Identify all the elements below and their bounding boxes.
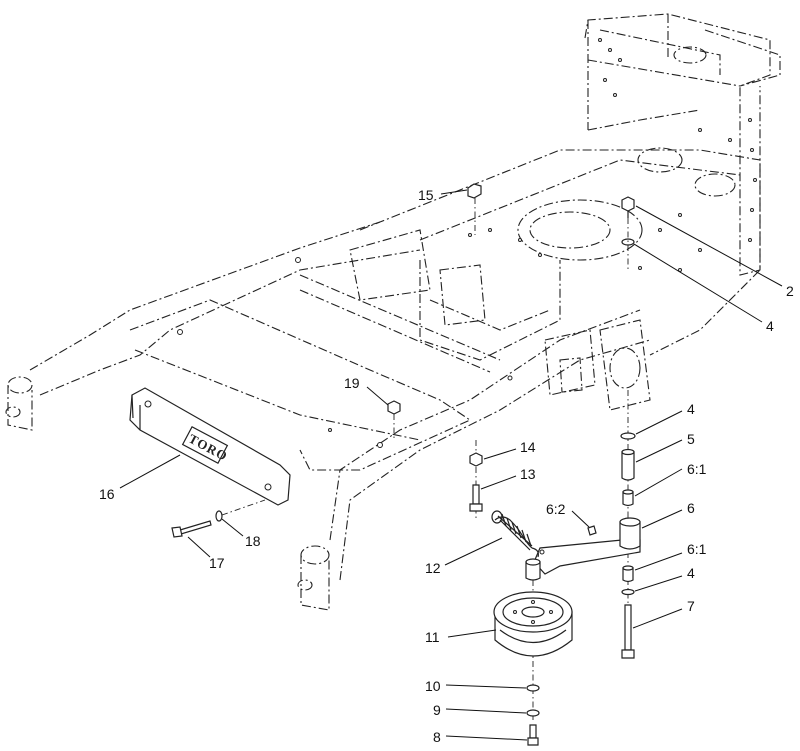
callout-16: 16 xyxy=(99,486,115,502)
leader-lines xyxy=(119,189,783,741)
callout-6: 6 xyxy=(687,500,695,516)
washer-9 xyxy=(526,709,540,717)
nut-14 xyxy=(469,452,483,467)
callout-2: 2 xyxy=(786,283,794,299)
callout-6-1: 6:1 xyxy=(687,541,707,557)
callout-15: 15 xyxy=(418,187,434,203)
washer-18 xyxy=(215,510,223,522)
frame-holes xyxy=(177,38,757,448)
idler-arm-6 xyxy=(525,517,641,581)
deck-cover-plate: TORO xyxy=(129,387,291,506)
callout-19: 19 xyxy=(344,375,360,391)
callout-6-1: 6:1 xyxy=(687,461,707,477)
callout-12: 12 xyxy=(425,560,441,576)
callout-6-2: 6:2 xyxy=(546,501,566,517)
bolt-17 xyxy=(171,520,212,538)
callout-11: 11 xyxy=(425,629,440,645)
idler-pulley-11 xyxy=(493,591,573,657)
callout-8: 8 xyxy=(433,729,441,745)
callout-4: 4 xyxy=(687,565,695,581)
callout-9: 9 xyxy=(433,702,441,718)
callout-labels: 15 2 4 19 4 5 14 13 6:1 6 6:2 16 18 17 1… xyxy=(99,187,794,745)
extension-spring-12 xyxy=(491,510,539,558)
callout-10: 10 xyxy=(425,678,441,694)
spacer-5 xyxy=(621,448,635,481)
washer-10 xyxy=(526,684,540,692)
callout-17: 17 xyxy=(209,555,225,571)
callout-13: 13 xyxy=(520,466,536,482)
nut-15 xyxy=(467,183,482,199)
callout-14: 14 xyxy=(520,439,536,455)
chassis-frame xyxy=(5,13,781,611)
nut-19 xyxy=(387,400,401,415)
bolt-13 xyxy=(469,484,483,512)
bolt-7 xyxy=(621,604,635,659)
callout-4: 4 xyxy=(687,401,695,417)
callout-5: 5 xyxy=(687,431,695,447)
washer-4-lower xyxy=(621,588,635,596)
grease-fitting-6-2 xyxy=(587,525,597,536)
bushing-6-1-upper xyxy=(622,489,634,507)
callout-18: 18 xyxy=(245,533,261,549)
bolt-8 xyxy=(527,724,539,746)
bushing-6-1-lower xyxy=(622,565,634,583)
callout-7: 7 xyxy=(687,598,695,614)
washer-4-upper xyxy=(620,432,636,440)
callout-4: 4 xyxy=(766,318,774,334)
bolt-2 xyxy=(621,196,635,218)
